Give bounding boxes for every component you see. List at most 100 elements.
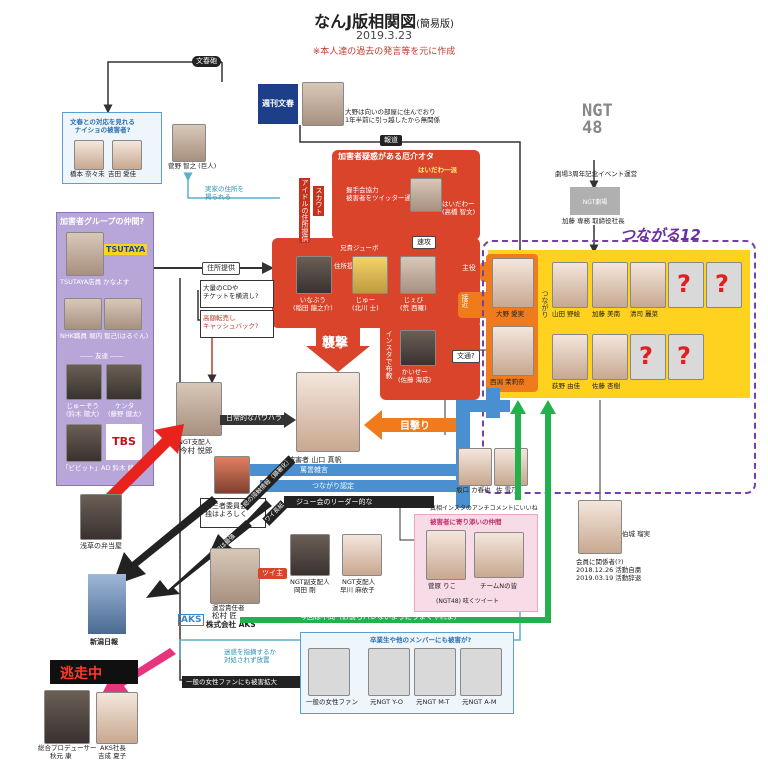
tbs-label: 「ビビット」AD 鈴木 綾樹 <box>62 464 141 472</box>
ex1-label: 元NGT Y-O <box>370 698 404 706</box>
tbs-logo: TBS <box>106 424 142 460</box>
sekkin-pill: 接近 <box>461 294 469 308</box>
ex2-silhouette <box>414 648 456 696</box>
note-label: ※本人達の過去の発言等を元に作成 <box>312 47 456 57</box>
power-arrow <box>220 412 296 428</box>
unknown-member-3 <box>630 334 666 380</box>
bunshun-report-pill: 報道 <box>380 135 402 146</box>
small-address-note: 住所提供 <box>334 262 360 270</box>
band-jou-leader <box>284 496 434 508</box>
member-yamada-photo <box>552 262 588 308</box>
ex-member-title: 卒業生や他のメンバーにも被害が? <box>370 636 472 644</box>
member-sato-photo <box>592 334 628 380</box>
otaku-box-title: 加害者疑惑がある厄介オタ <box>338 152 434 161</box>
member-ogino-photo <box>552 334 588 380</box>
jou-label: 兄貴ジューボ <box>340 244 379 252</box>
bokumatsu-pill: 文通? <box>452 350 480 363</box>
member-nishigata-photo <box>492 326 534 376</box>
victim-photo <box>296 372 360 452</box>
niigata-building <box>88 574 126 634</box>
unknown-member-2 <box>706 262 742 308</box>
member2-photo <box>112 140 142 170</box>
person-ju-photo <box>352 256 388 294</box>
cash-note-box: 高額転売しキャッシュバック? <box>200 310 274 338</box>
okada-title: NGT副支配人 <box>290 578 330 586</box>
ex2-label: 元NGT M-T <box>416 698 450 706</box>
yoshinari-name: 吉成 夏子 <box>98 752 127 760</box>
pink-member1-name: 菅原 りこ <box>428 582 457 590</box>
ngt-event-label: 劇場3周年記念イベント運営 <box>555 170 638 178</box>
hamasaki-photo <box>80 494 122 540</box>
okada-name: 岡田 剛 <box>294 586 316 594</box>
member-ohno-photo <box>492 258 534 308</box>
nhk-photo2 <box>104 298 142 330</box>
tsunagari-nintei-label: つながり認定 <box>312 482 354 490</box>
right-girl-name: 伯城 瑠実 <box>622 530 651 538</box>
mokugeki-label: 目撃り <box>400 421 430 432</box>
fan-label: 一般の女性ファン <box>306 698 358 706</box>
hamasaki-label: 浅草の弁当屋 <box>80 542 122 550</box>
person-jebi-photo <box>400 256 436 294</box>
ngt-staff-label: 加藤 専務 取締役社長 <box>562 217 625 225</box>
jou-leader-label: ジュー会のリーダー的な <box>296 498 373 506</box>
tsutaya-logo: TSUTAYA <box>104 244 148 255</box>
tousou-label: 逃走中 <box>60 666 102 682</box>
group-box-title: 加害者グループの仲間? <box>60 217 145 226</box>
matsumura-company: 株式会社 AKS <box>206 620 256 629</box>
baseball-name: 菅野 智之 (巨人) <box>168 162 217 170</box>
member-kato-photo <box>592 262 628 308</box>
tsunagaru-title: つながる12 <box>620 226 701 244</box>
sakaguchi-photo <box>458 448 492 486</box>
okada-photo <box>290 534 330 576</box>
ex3-label: 元NGT A-M <box>462 698 497 706</box>
vert-scout: スカウト <box>313 186 324 216</box>
question-mark-2: ? <box>715 270 729 298</box>
haiwa-note: 握手会協力被害者をツイッター通報 <box>346 186 418 202</box>
person-inabuu-photo <box>296 256 332 294</box>
fan-silhouette <box>308 648 350 696</box>
yukino-photo <box>494 448 528 486</box>
pink-head: 真相インスタのアンチコメントにいいね <box>430 505 538 512</box>
tsutaya-person-photo <box>66 232 104 276</box>
cartoon-icon <box>214 456 250 494</box>
matsumura-title: 運営責任者 <box>212 604 245 612</box>
attack-arrow <box>306 328 370 372</box>
member-box-title: 文春との対応を見れるナイショの被害者? <box>70 118 135 134</box>
third-party-label: 第三者委員会独はよろしく <box>205 502 247 518</box>
imamura-title: NGT支配人 <box>178 438 212 446</box>
kougeki-pill: 主役 <box>458 263 480 274</box>
pink-arrow-note-bar <box>182 676 302 688</box>
tsunagari-label: つながり <box>541 290 549 318</box>
right-girl-photo <box>578 500 622 554</box>
victim-name: 被害者 山口 真帆 <box>288 456 342 464</box>
insta-note: インスタで布教 <box>385 330 393 379</box>
akimoto-name: 秋元 康 <box>50 752 72 760</box>
band-tsunagari <box>260 480 456 492</box>
attack-pill: 速攻 <box>412 236 436 249</box>
address-provide-pill: 住所提供 <box>202 262 240 275</box>
tsutaya-label: TSUTAYA店員 かなよす <box>60 278 130 286</box>
haiwa-label: はいだわー(高橋 智文) <box>442 200 476 216</box>
daily-power-label: 日常的なパワハラ <box>226 414 282 422</box>
aks-logo: AKS <box>178 614 205 626</box>
pink-member2-name: チームNの皆 <box>480 582 518 590</box>
black-diag-arrows <box>112 496 272 598</box>
friends-tag: ―― 友達 ―― <box>80 352 124 360</box>
friend2-name: ケンタ(藤野 健太) <box>108 402 142 418</box>
person-inabuu-name: いなぶう(稲田 龍之介) <box>293 296 333 312</box>
pink-note: (NGT48) 呟くツイート <box>436 598 499 605</box>
member-yamada-name: 山田 野絵 <box>552 310 581 318</box>
matsumura-name: 松村 匠 <box>212 611 237 620</box>
member-ohno-name: 大野 愛実 <box>496 310 525 318</box>
friend1-photo <box>66 364 102 400</box>
member1-name: 橋本 奈々未 <box>70 170 105 178</box>
question-mark-3: ? <box>639 342 653 370</box>
cd-note-box: 大量のCDやチケットを横流し? <box>200 280 274 308</box>
nhk-photo1 <box>64 298 102 330</box>
question-mark-1: ? <box>677 270 691 298</box>
baseball-photo <box>172 124 206 162</box>
ex3-silhouette <box>460 648 502 696</box>
